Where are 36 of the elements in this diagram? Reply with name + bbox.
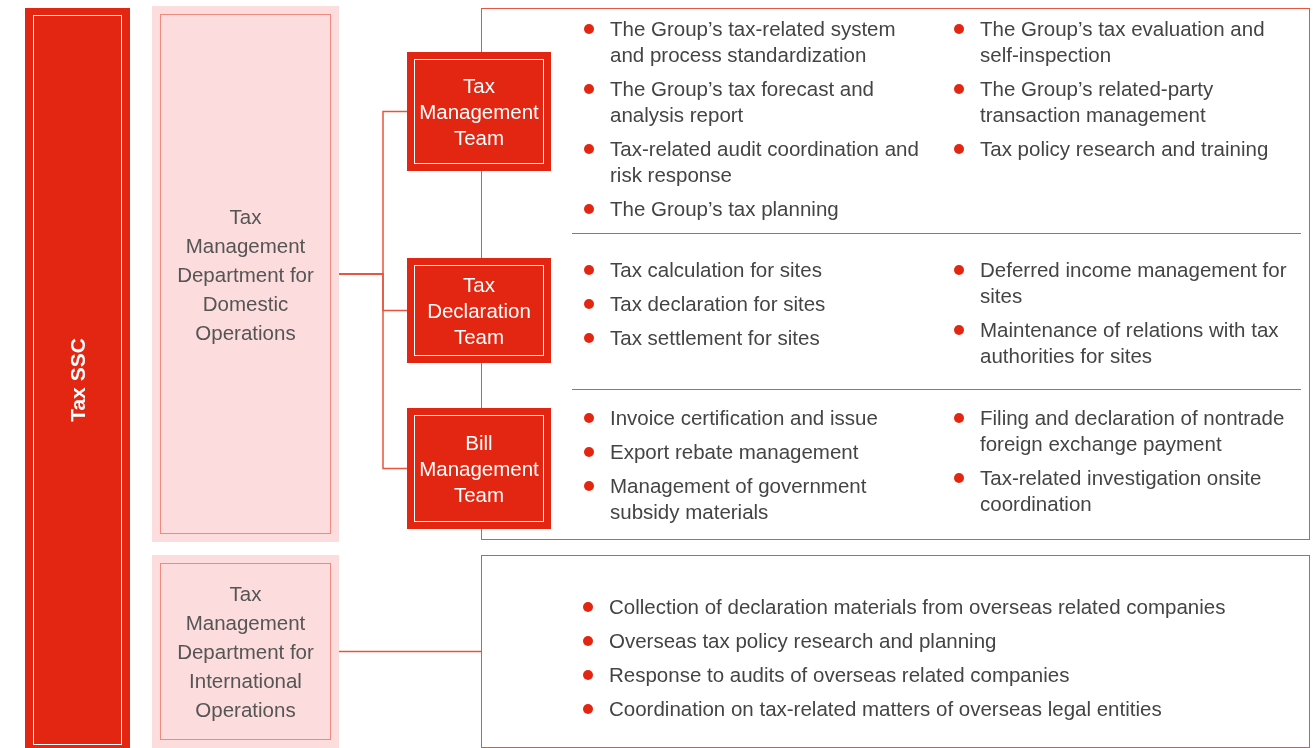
unit-label: Tax Management Team — [418, 72, 540, 151]
connector-line — [338, 650, 482, 653]
bullet-item: Management of government subsidy materials — [584, 473, 920, 525]
unit-label: Tax SSC — [65, 338, 90, 422]
bullet-item: Tax calculation for sites — [584, 257, 920, 283]
bullet-item: Collection of declaration materials from overseas related companies — [583, 594, 1300, 620]
bullet-item: Overseas tax policy research and planning — [583, 628, 1300, 654]
unit-label: Bill Management Team — [418, 429, 540, 508]
bullet-item: The Group’s tax-related system and process standardization — [584, 16, 920, 68]
bullet-item: The Group’s related-party transaction management — [954, 76, 1297, 128]
duties-panel — [481, 555, 1310, 748]
bullet-item: The Group’s tax forecast and analysis report — [584, 76, 920, 128]
department-panel — [152, 6, 339, 542]
bullet-item: Tax declaration for sites — [584, 291, 920, 317]
bullet-item: Response to audits of overseas related companies — [583, 662, 1300, 688]
bullet-item: Export rebate management — [584, 439, 920, 465]
unit-label: Tax Management Department for Domestic Operations — [176, 203, 315, 346]
bullet-item: Tax settlement for sites — [584, 325, 920, 351]
bullet-item: Tax-related audit coordination and risk response — [584, 136, 920, 188]
department-panel — [152, 555, 339, 748]
bullet-item: Tax policy research and training — [954, 136, 1297, 162]
connector-line — [338, 273, 408, 470]
bullet-item: Deferred income management for sites — [954, 257, 1297, 309]
team-box — [407, 52, 551, 171]
team-box — [407, 258, 551, 363]
bullet-item: Tax-related investigation onsite coordination — [954, 465, 1297, 517]
unit-label: Tax Declaration Team — [426, 271, 532, 350]
team-box — [407, 408, 551, 529]
unit-label: Tax Management Department for International Operations — [176, 581, 315, 723]
bullet-item: Filing and declaration of nontrade foreign exchange payment — [954, 405, 1297, 457]
bullet-item: Coordination on tax-related matters of overseas legal entities — [583, 696, 1300, 722]
bullet-item: Invoice certification and issue — [584, 405, 920, 431]
bullet-item: Maintenance of relations with tax authorities for sites — [954, 317, 1297, 369]
bullet-item: The Group’s tax evaluation and self-inspection — [954, 16, 1297, 68]
bullet-item: The Group’s tax planning — [584, 196, 920, 222]
center-bar — [25, 8, 130, 748]
